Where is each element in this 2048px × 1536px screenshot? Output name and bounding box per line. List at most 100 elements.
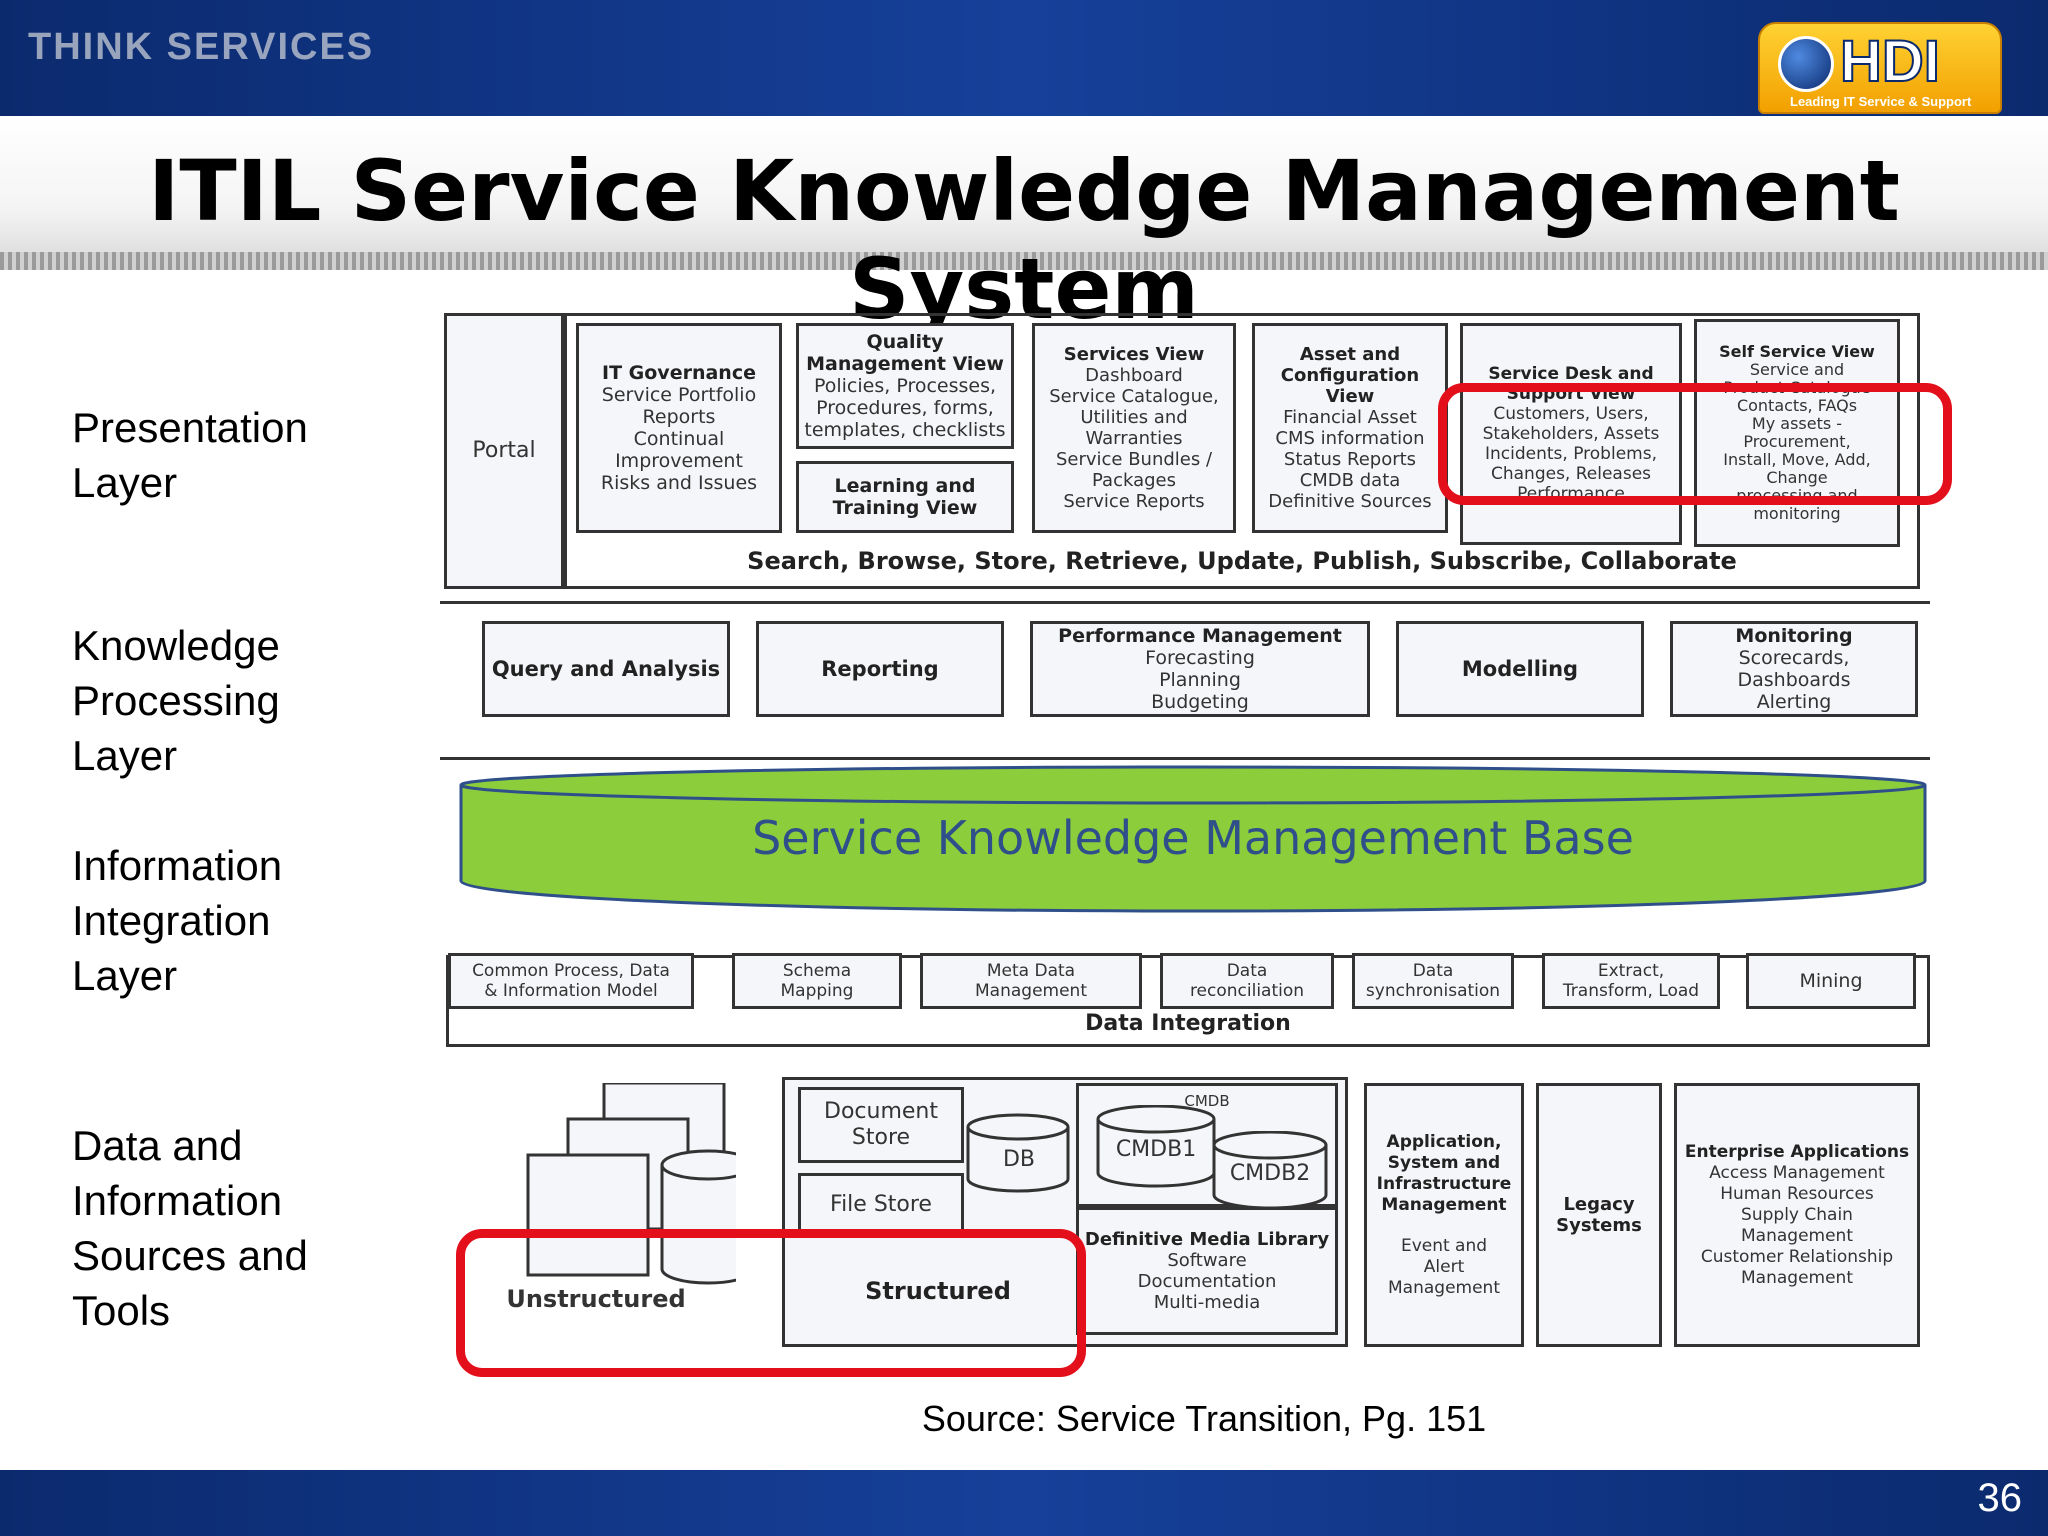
mining-box: Mining: [1746, 953, 1916, 1009]
box-line: Data: [1412, 961, 1454, 981]
label-presentation-layer: Presentation Layer: [72, 400, 308, 510]
learning-training-box: Learning and Training View: [796, 461, 1014, 533]
query-analysis-box: Query and Analysis: [482, 621, 730, 717]
box-line: Software: [1167, 1250, 1247, 1271]
source-citation: Source: Service Transition, Pg. 151: [0, 1398, 2048, 1440]
box-line: Access Management: [1709, 1162, 1885, 1183]
title-rule: [0, 252, 2048, 270]
highlight-unstructured-structured: [456, 1229, 1086, 1377]
label-information-layer: Information Integration Layer: [72, 838, 282, 1003]
box-line: Reports: [642, 406, 716, 428]
box-line: Install, Move, Add,: [1723, 450, 1871, 469]
label-knowledge-layer: Knowledge Processing Layer: [72, 618, 280, 783]
data-reconciliation-box: Data reconciliation: [1160, 953, 1334, 1009]
data-synchronisation-box: Data synchronisation: [1352, 953, 1514, 1009]
db-cylinder: DB: [964, 1113, 1074, 1195]
portal-label: Portal: [472, 438, 536, 463]
title-banner: [0, 116, 2048, 270]
box-line: Status Reports: [1283, 449, 1417, 470]
label-line: Tools: [72, 1287, 171, 1334]
label-line: Processing: [72, 677, 280, 724]
box-line: Incidents, Problems,: [1485, 444, 1657, 464]
box-line: Schema: [782, 961, 852, 981]
database-icon: [966, 1113, 1070, 1193]
box-line: monitoring: [1753, 504, 1841, 523]
hdi-logo-text: HDI: [1839, 28, 1941, 95]
label-line: Sources and: [72, 1232, 308, 1279]
box-line: Dashboards: [1737, 669, 1851, 691]
database-icon: [1212, 1130, 1328, 1210]
box-line: templates, checklists: [804, 419, 1006, 441]
box-line: Data: [1226, 961, 1268, 981]
box-line: Scorecards,: [1738, 647, 1850, 669]
services-view-box: Services View Dashboard Service Catalogu…: [1032, 323, 1236, 533]
box-line: Management: [1741, 1225, 1853, 1246]
box-line: Management: [975, 981, 1087, 1001]
think-services-logo: THINK SERVICES: [28, 26, 374, 69]
skmb-label: Service Knowledge Management Base: [752, 811, 1634, 865]
highlight-service-desk: [1438, 383, 1952, 505]
skms-diagram: Portal IT Governance Service Portfolio R…: [440, 305, 1952, 1385]
label-line: Layer: [72, 732, 178, 779]
page-number: 36: [1977, 1476, 2023, 1520]
divider-line: [440, 601, 1930, 604]
skmb-cylinder: Service Knowledge Management Base: [458, 763, 1928, 913]
portal-box: Portal: [444, 313, 564, 589]
box-line: & Information Model: [484, 981, 658, 1001]
hdi-logo: HDI Leading IT Service & Support: [1758, 22, 2002, 114]
modelling-title: Modelling: [1461, 657, 1579, 681]
box-line: Warranties: [1085, 428, 1183, 449]
box-line: Packages: [1092, 470, 1176, 491]
box-line: synchronisation: [1365, 981, 1501, 1001]
cmdb2-cylinder: CMDB2: [1210, 1130, 1330, 1211]
box-line: Common Process, Data: [472, 961, 670, 981]
box-line: Alerting: [1756, 691, 1832, 713]
bottom-banner: [0, 1470, 2048, 1536]
box-line: CMDB data: [1299, 470, 1401, 491]
box-line: Contacts, FAQs: [1736, 396, 1858, 415]
performance-title: Performance Management: [1058, 625, 1342, 647]
learning-title: Learning and Training View: [832, 475, 978, 519]
box-line: Transform, Load: [1562, 981, 1700, 1001]
box-line: Document: [824, 1099, 938, 1124]
quality-title: Quality Management View: [806, 331, 1004, 375]
box-line: Supply Chain: [1741, 1204, 1853, 1225]
box-line: Planning: [1159, 669, 1241, 691]
box-line: Utilities and: [1080, 407, 1188, 428]
box-line: Continual: [633, 428, 725, 450]
label-line: Layer: [72, 459, 178, 506]
box-line: Store: [851, 1125, 911, 1150]
label-line: Integration: [72, 897, 271, 944]
box-line: Procedures, forms,: [816, 397, 994, 419]
it-governance-box: IT Governance Service Portfolio Reports …: [576, 323, 782, 533]
box-line: Customer Relationship: [1700, 1246, 1894, 1267]
performance-management-box: Performance Management Forecasting Plann…: [1030, 621, 1370, 717]
box-line: Improvement: [615, 450, 743, 472]
box-line: Human Resources: [1720, 1183, 1874, 1204]
skmb-cylinder-shape: [459, 765, 1927, 913]
asset-configuration-box: Asset and Configuration View Financial A…: [1252, 323, 1448, 533]
self-service-title: Self Service View: [1719, 342, 1875, 361]
box-line: CMS information: [1275, 428, 1425, 449]
file-store-label: File Store: [830, 1192, 932, 1217]
box-line: Documentation: [1137, 1271, 1277, 1292]
query-title: Query and Analysis: [491, 657, 721, 681]
label-data-layer: Data and Information Sources and Tools: [72, 1118, 308, 1338]
actions-bar: Search, Browse, Store, Retrieve, Update,…: [747, 547, 1737, 575]
box-line: Stakeholders, Assets: [1482, 424, 1660, 444]
it-governance-title: IT Governance: [602, 362, 756, 384]
quality-management-box: Quality Management View Policies, Proces…: [796, 323, 1014, 449]
box-line: Service and: [1749, 360, 1845, 379]
box-line: Event and: [1400, 1235, 1488, 1256]
services-title: Services View: [1063, 344, 1205, 365]
label-line: Knowledge: [72, 622, 280, 669]
box-line: Risks and Issues: [600, 472, 758, 494]
hdi-logo-tagline: Leading IT Service & Support: [1790, 94, 1972, 109]
label-line: Information: [72, 1177, 283, 1224]
source-text: Source: Service Transition, Pg. 151: [921, 1398, 1487, 1439]
divider-line: [440, 757, 1930, 760]
mining-label: Mining: [1799, 970, 1863, 992]
box-line: Service Reports: [1063, 491, 1205, 512]
label-line: Layer: [72, 952, 178, 999]
legacy-systems-box: Legacy Systems: [1536, 1083, 1662, 1347]
